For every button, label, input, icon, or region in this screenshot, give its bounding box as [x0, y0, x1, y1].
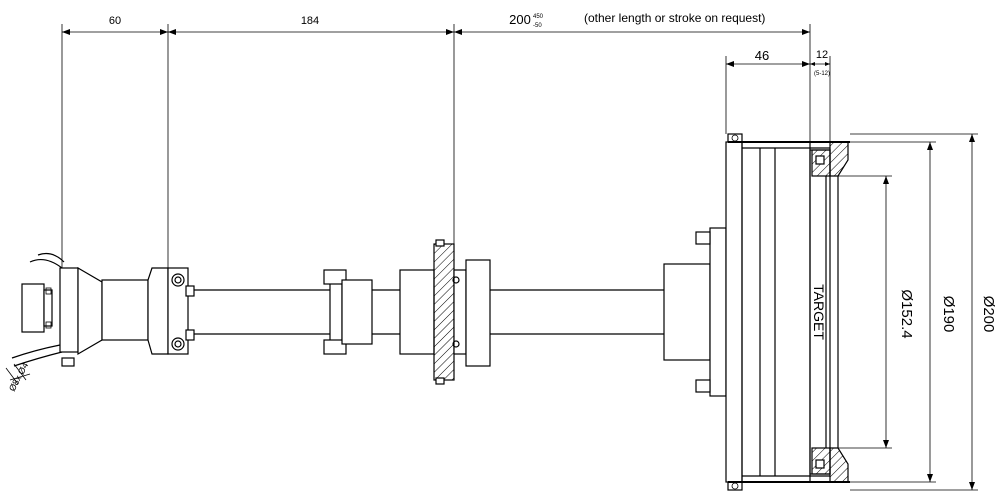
dim-200: 200: [509, 12, 531, 27]
diameter-dimensions: [838, 133, 978, 491]
top-dimensions: [61, 24, 831, 268]
dim-46: 46: [755, 48, 769, 63]
dia-152-label: Ø152.4: [898, 289, 915, 338]
cable-dimension: [5, 363, 31, 385]
dim-200-tol-upper: 450: [533, 14, 544, 20]
connector-assembly: [11, 252, 195, 367]
dim-200-tol-lower: -50: [533, 23, 542, 29]
stroke-note: (other length or stroke on request): [584, 11, 765, 25]
target-label: TARGET: [811, 284, 827, 340]
cable-diameter-label: Ø8x Ø4: [7, 361, 30, 393]
dia-200-label: Ø200: [980, 296, 997, 333]
dim-12-range: (5-12): [814, 71, 830, 77]
dim-12: 12: [816, 49, 828, 61]
dim-60: 60: [109, 15, 121, 27]
dim-184: 184: [301, 15, 319, 27]
shaft: [194, 239, 664, 385]
target-housing: [663, 133, 850, 491]
dia-190-label: Ø190: [940, 296, 957, 333]
